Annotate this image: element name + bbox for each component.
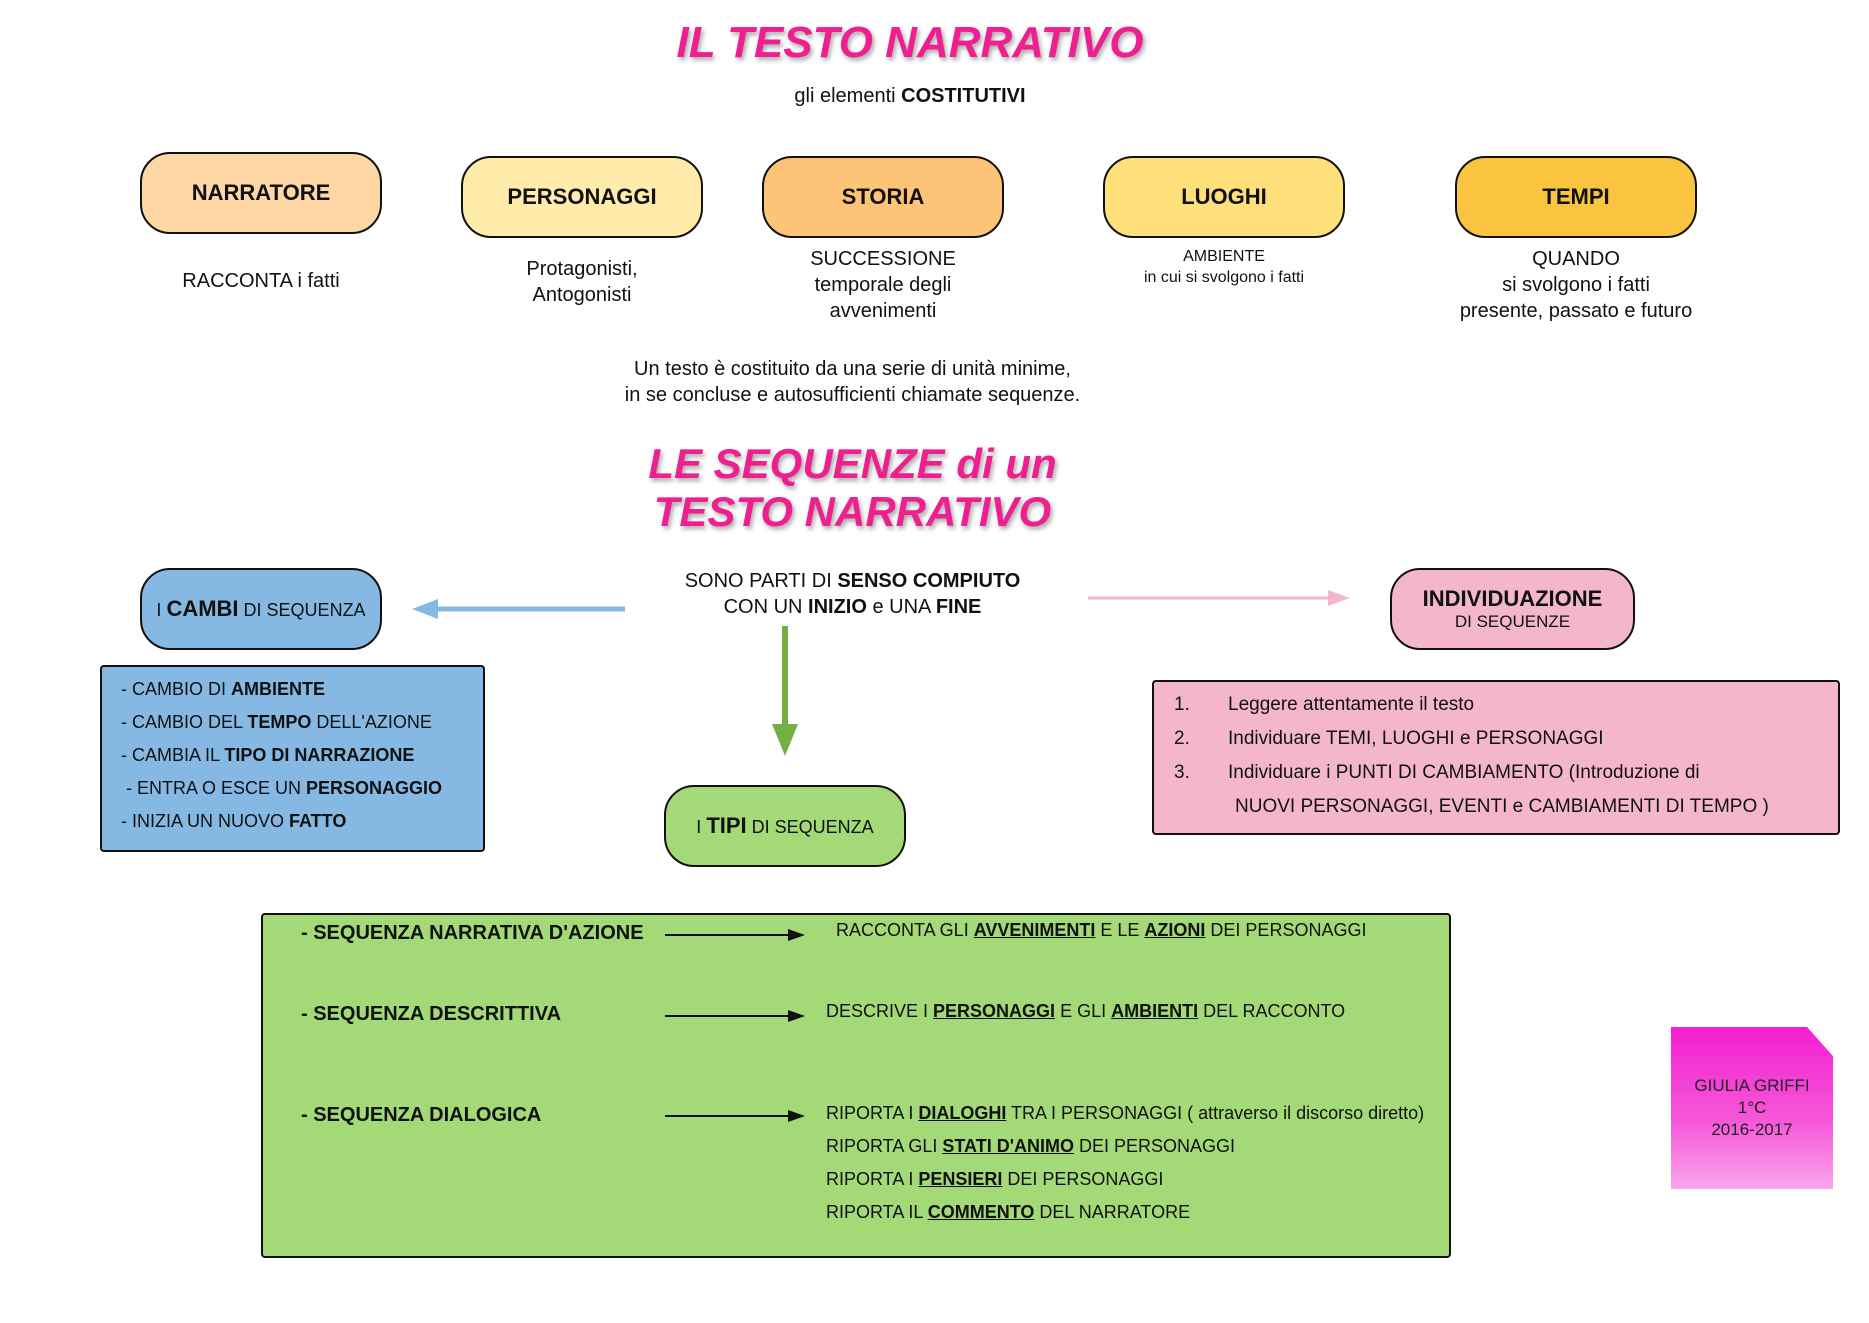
tipo-name: - SEQUENZA NARRATIVA D'AZIONE	[301, 922, 644, 944]
cambi-item: - INIZIA UN NUOVO FATTO	[121, 811, 347, 831]
cambi-list: - CAMBIO DI AMBIENTE - CAMBIO DEL TEMPO …	[100, 665, 485, 852]
arrow-head-dialogica	[788, 1110, 805, 1122]
sequences-title: LE SEQUENZE di un TESTO NARRATIVO	[0, 440, 1705, 536]
element-tempi: TEMPI	[1455, 156, 1697, 238]
step-number: 2.	[1174, 728, 1190, 749]
cambi-item: - CAMBIA IL TIPO DI NARRAZIONE	[121, 745, 415, 765]
cambi-pill-bold: CAMBI	[166, 596, 239, 621]
element-label: LUOGHI	[1181, 184, 1267, 209]
arrow-head-individuazione	[1328, 590, 1350, 606]
arrow-head-cambi	[412, 599, 438, 619]
tipi-pill-post: DI SEQUENZA	[746, 817, 874, 837]
luoghi-caption-title: AMBIENTE	[1183, 248, 1265, 265]
cambi-item: - CAMBIO DEL TEMPO DELL'AZIONE	[121, 712, 432, 732]
step-number: 3.	[1174, 762, 1190, 783]
subtitle-text: gli elementi	[794, 85, 902, 107]
center-line-1: SONO PARTI DI SENSO COMPIUTO	[620, 568, 1085, 594]
element-caption-luoghi: AMBIENTE in cui si svolgono i fatti	[1084, 246, 1364, 288]
center-line-2-text: CON UN	[723, 596, 809, 618]
cambi-pill-post: DI SEQUENZA	[238, 600, 366, 620]
tipo-description: RIPORTA I DIALOGHI TRA I PERSONAGGI ( at…	[826, 1097, 1424, 1229]
dialogica-line: RIPORTA GLI STATI D'ANIMO DEI PERSONAGGI	[826, 1136, 1236, 1156]
dialogica-line: RIPORTA IL COMMENTO DEL NARRATORE	[826, 1202, 1191, 1222]
tipo-name: - SEQUENZA DESCRITTIVA	[301, 1003, 562, 1025]
cambi-item: - CAMBIO DI AMBIENTE	[121, 679, 326, 699]
tipo-description: DESCRIVE I PERSONAGGI E GLI AMBIENTI DEL…	[826, 1001, 1346, 1021]
arrow-head-narrativa	[788, 929, 805, 941]
intro-line-1: Un testo è costituito da una serie di un…	[634, 358, 1071, 380]
step-text: Individuare i PUNTI DI CAMBIAMENTO (Intr…	[1228, 762, 1700, 783]
element-storia: STORIA	[762, 156, 1004, 238]
author-year: 2016-2017	[1711, 1120, 1793, 1139]
step-text: Leggere attentamente il testo	[1228, 694, 1475, 715]
element-personaggi: PERSONAGGI	[461, 156, 703, 238]
arrow-head-descrittiva	[788, 1010, 805, 1022]
center-line-1-bold: SENSO COMPIUTO	[837, 570, 1021, 592]
element-caption-storia: SUCCESSIONE temporale degli avvenimenti	[810, 248, 956, 322]
dialogica-line: RIPORTA I DIALOGHI TRA I PERSONAGGI ( at…	[826, 1103, 1425, 1123]
author-name: GIULIA GRIFFI	[1694, 1076, 1810, 1095]
tipi-pill-pre: I	[696, 817, 707, 837]
element-caption-tempi: QUANDO si svolgono i fatti presente, pas…	[1459, 248, 1693, 322]
arrow-head-tipi	[772, 724, 798, 756]
subtitle: gli elementi COSTITUTIVI	[0, 85, 1820, 108]
element-caption-narratore: RACCONTA i fatti	[182, 270, 340, 292]
element-label: NARRATORE	[191, 180, 331, 205]
intro-line-2: in se concluse e autosufficienti chiamat…	[624, 384, 1081, 406]
element-label: PERSONAGGI	[507, 184, 657, 209]
cambi-pill: I CAMBI DI SEQUENZA	[140, 568, 382, 650]
sequences-title-line-1: LE SEQUENZE di un	[648, 440, 1057, 487]
center-line-2-bold-2: FINE	[935, 596, 982, 618]
center-line-2: CON UN INIZIO e UNA FINE	[620, 594, 1085, 620]
individuazione-pill-bold: INDIVIDUAZIONE	[1422, 586, 1603, 611]
center-line-1-text: SONO PARTI DI	[684, 570, 838, 592]
tipi-pill-label: I TIPI DI SEQUENZA	[696, 813, 873, 839]
individuazione-pill: INDIVIDUAZIONE DI SEQUENZE	[1390, 568, 1635, 650]
dialogica-line: RIPORTA I PENSIERI DEI PERSONAGGI	[826, 1169, 1164, 1189]
element-narratore: NARRATORE	[140, 152, 382, 234]
center-line-2-bold-1: INIZIO	[808, 596, 867, 618]
element-luoghi: LUOGHI	[1103, 156, 1345, 238]
center-definition: SONO PARTI DI SENSO COMPIUTO CON UN INIZ…	[620, 568, 1085, 620]
individuazione-pill-sub: DI SEQUENZE	[1454, 612, 1571, 631]
tipo-description: RACCONTA GLI AVVENIMENTI E LE AZIONI DEI…	[836, 920, 1367, 940]
author-class: 1°C	[1737, 1098, 1767, 1117]
tipi-pill-bold: TIPI	[706, 813, 747, 838]
cambi-pill-label: I CAMBI DI SEQUENZA	[156, 596, 365, 622]
intro-text: Un testo è costituito da una serie di un…	[0, 356, 1705, 408]
luoghi-caption-text: in cui si svolgono i fatti	[1143, 269, 1305, 286]
element-label: STORIA	[841, 184, 925, 209]
step-text-continued: NUOVI PERSONAGGI, EVENTI e CAMBIAMENTI D…	[1235, 796, 1769, 817]
main-title: IL TESTO NARRATIVO	[676, 18, 1144, 67]
sequences-title-line-2: TESTO NARRATIVO	[653, 488, 1052, 535]
tipo-name: - SEQUENZA DIALOGICA	[301, 1104, 542, 1126]
element-label: TEMPI	[1542, 184, 1610, 209]
step-number: 1.	[1174, 694, 1190, 715]
author-note: GIULIA GRIFFI 1°C 2016-2017	[1671, 1027, 1833, 1189]
subtitle-bold: COSTITUTIVI	[901, 85, 1026, 107]
tipi-pill: I TIPI DI SEQUENZA	[664, 785, 906, 867]
cambi-pill-pre: I	[156, 600, 167, 620]
element-caption-personaggi: Protagonisti, Antogonisti	[526, 258, 638, 306]
individuazione-steps: 1. Leggere attentamente il testo 2. Indi…	[1152, 680, 1840, 835]
cambi-item: - ENTRA O ESCE UN PERSONAGGIO	[121, 778, 443, 798]
center-line-2-mid: e UNA	[866, 596, 936, 618]
step-text: Individuare TEMI, LUOGHI e PERSONAGGI	[1228, 728, 1604, 749]
